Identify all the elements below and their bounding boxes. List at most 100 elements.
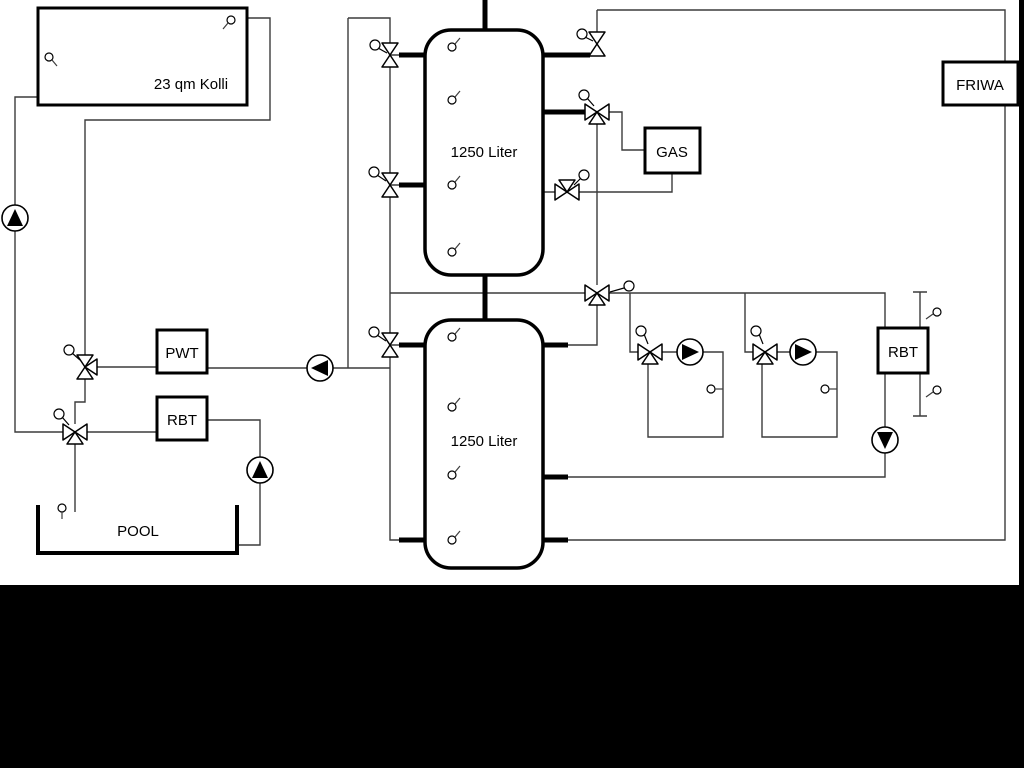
valve-tank-upper-top-left xyxy=(369,39,399,68)
sensor-body xyxy=(447,180,457,190)
temperature-sensor xyxy=(820,384,837,394)
tank-label: 1250 Liter xyxy=(451,433,518,450)
actuator-circle xyxy=(368,326,380,338)
friwa-station: FRIWA xyxy=(941,60,1020,107)
valve-triangle xyxy=(76,354,94,368)
actuator-circle xyxy=(750,325,762,337)
actuator-circle xyxy=(369,39,381,51)
valve-triangle xyxy=(588,292,606,306)
collector-outline xyxy=(36,6,249,107)
actuator-stem xyxy=(643,333,649,345)
heating-circuit-2-valve xyxy=(750,325,778,365)
valve-triangle xyxy=(62,423,76,441)
tank-outline xyxy=(423,28,545,277)
temperature-sensor xyxy=(447,327,461,342)
sensor-body xyxy=(932,385,942,395)
temperature-sensor xyxy=(447,175,461,190)
buffer-tank-upper: 1250 Liter xyxy=(423,28,545,277)
actuator-circle xyxy=(578,89,590,101)
actuator-circle xyxy=(578,169,590,181)
rbt-left-outline xyxy=(155,395,209,442)
pool: POOL xyxy=(36,503,239,555)
actuator-stem xyxy=(376,334,387,342)
actuator-stem xyxy=(758,333,764,345)
sensor-tail xyxy=(454,465,461,473)
friwa-label: FRIWA xyxy=(956,77,1004,94)
valve-triangle xyxy=(76,366,94,380)
valve-triangle xyxy=(588,43,606,57)
sensor-body xyxy=(932,307,942,317)
sensor-tail xyxy=(925,391,934,398)
actuator-stem xyxy=(61,416,70,426)
gas-boiler: GAS xyxy=(643,126,702,175)
pwt-heat-exchanger: PWT xyxy=(155,328,209,375)
valve-tank-top-right xyxy=(576,28,606,57)
temperature-sensor xyxy=(447,90,461,105)
valve-triangle xyxy=(637,343,651,361)
pump-direction-triangle xyxy=(877,432,893,449)
valve-triangle xyxy=(752,343,766,361)
valve-heating-header-threeway xyxy=(584,280,635,306)
valve-triangle xyxy=(554,183,568,201)
valve-triangle xyxy=(74,423,88,441)
actuator-stem xyxy=(376,174,387,182)
valve-triangle xyxy=(381,54,399,68)
heating-circuit-1-pump xyxy=(676,338,704,366)
temperature-sensor xyxy=(447,242,461,257)
solar-pump xyxy=(1,204,29,232)
sensor-body xyxy=(447,535,457,545)
valve-triangle xyxy=(558,179,576,193)
valve-triangle xyxy=(756,351,774,365)
sensor-body xyxy=(447,470,457,480)
actuator-circle xyxy=(53,408,65,420)
sensor-body xyxy=(447,95,457,105)
valve-triangle xyxy=(381,184,399,198)
actuator-circle xyxy=(368,166,380,178)
valve-triangle xyxy=(649,343,663,361)
sensor-tail xyxy=(454,530,461,538)
gas-outline xyxy=(643,126,702,175)
sensor-body xyxy=(447,247,457,257)
pump-direction-triangle xyxy=(795,344,812,360)
pipe-friwa-loop xyxy=(568,9,1006,541)
rbt-heat-exchanger-left: RBT xyxy=(155,395,209,442)
right-edge-strip xyxy=(1019,0,1024,585)
valve-triangle xyxy=(381,42,399,56)
gas-label: GAS xyxy=(656,144,688,161)
valve-triangle xyxy=(588,31,606,45)
temperature-sensor xyxy=(925,385,942,398)
temperature-sensor xyxy=(57,503,67,519)
actuator-circle xyxy=(576,28,588,40)
actuator-stem xyxy=(71,352,81,361)
collector-label: 23 qm Kolli xyxy=(154,76,228,93)
temperature-sensor xyxy=(447,465,461,480)
actuator-stem xyxy=(573,177,582,186)
actuator-circle xyxy=(635,325,647,337)
buffer-tank-lower: 1250 Liter xyxy=(423,318,545,570)
valve-triangle xyxy=(641,351,659,365)
sensor-body xyxy=(447,402,457,412)
valve-triangle xyxy=(381,344,399,358)
sensor-body xyxy=(44,52,54,62)
actuator-stem xyxy=(584,36,594,42)
pipe-heating-circuits xyxy=(568,291,927,478)
valve-triangle xyxy=(584,284,598,302)
footer-black-area xyxy=(0,585,1024,768)
pump-direction-triangle xyxy=(682,344,699,360)
rbt-heat-exchanger-right: RBT xyxy=(876,326,930,375)
pump-direction-triangle xyxy=(311,360,328,376)
solar-collector: 23 qm Kolli xyxy=(36,6,249,107)
rbt-right-outline xyxy=(876,326,930,375)
sensor-body xyxy=(57,503,67,513)
rbt-right-label: RBT xyxy=(888,344,918,361)
temperature-sensor xyxy=(447,37,461,52)
temperature-sensor xyxy=(706,384,723,394)
actuator-circle xyxy=(623,280,635,292)
pool-outline xyxy=(36,505,239,555)
sensor-body xyxy=(226,15,236,25)
valve-triangle xyxy=(66,431,84,445)
valve-triangle xyxy=(381,172,399,186)
friwa-outline xyxy=(941,60,1020,107)
pool-label: POOL xyxy=(117,523,159,540)
